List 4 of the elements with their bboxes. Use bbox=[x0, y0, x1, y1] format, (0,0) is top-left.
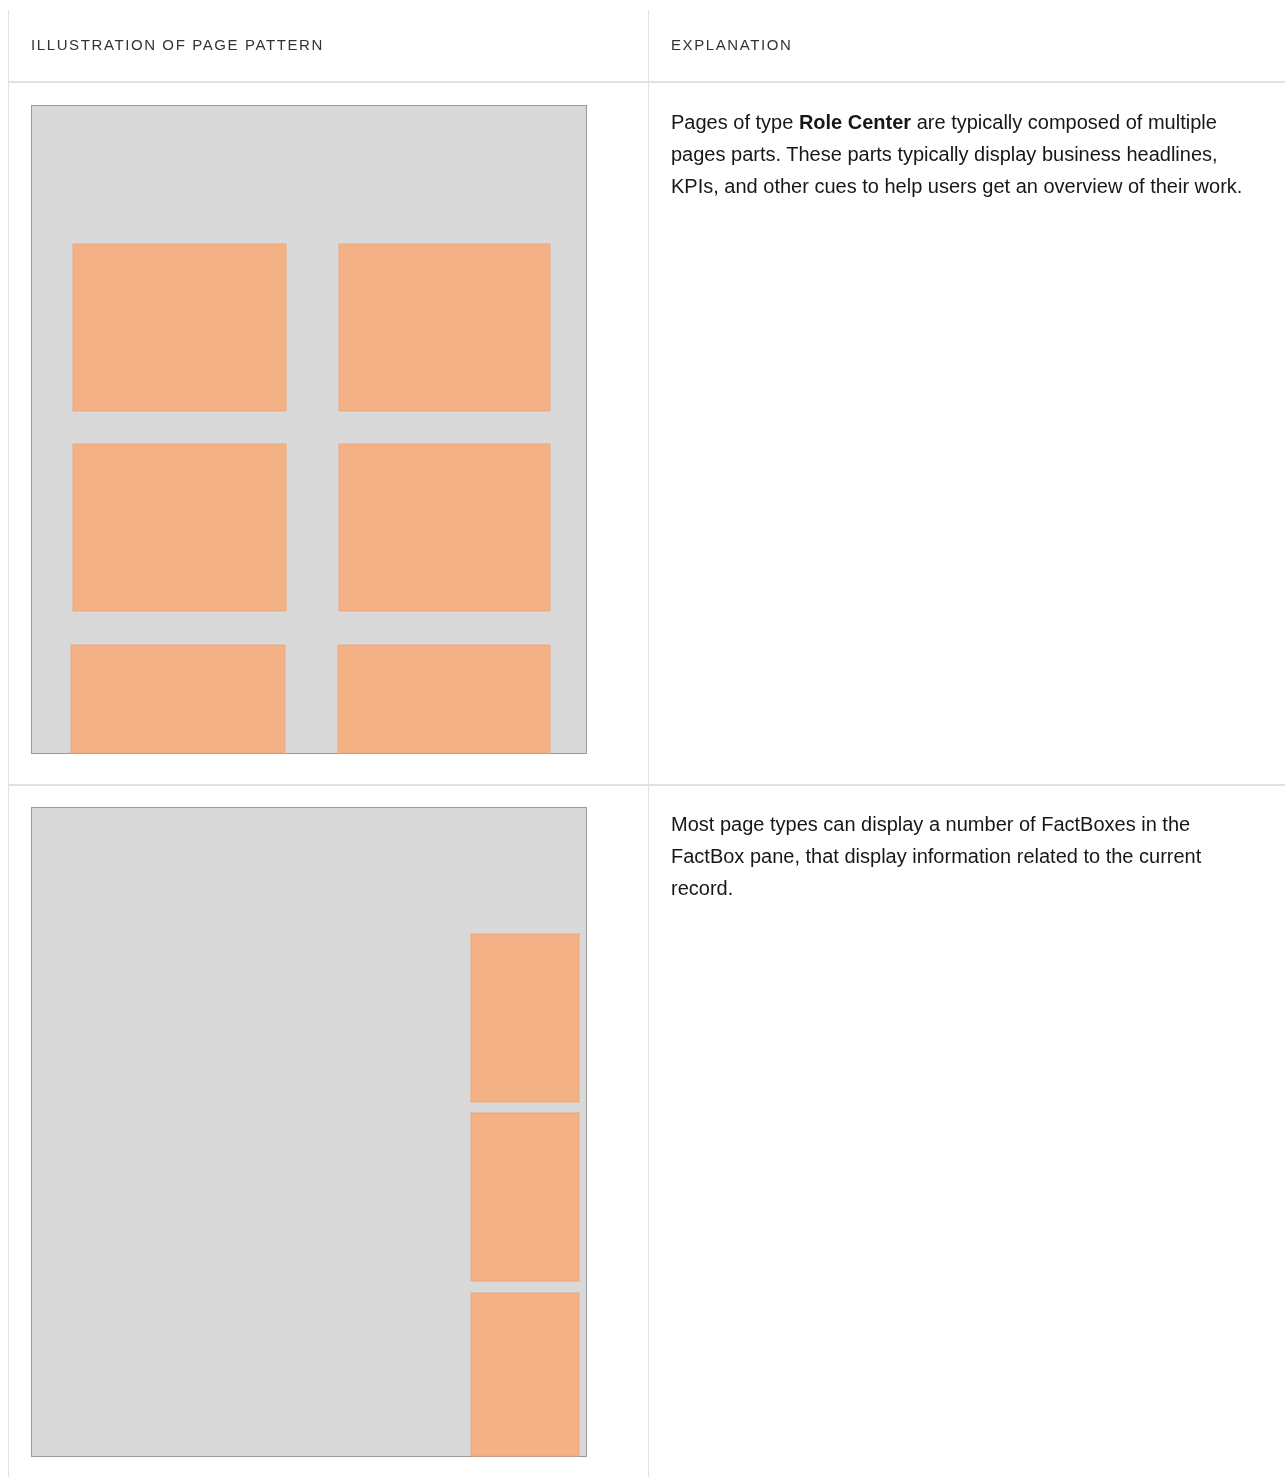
column-header: ILLUSTRATION OF PAGE PATTERN bbox=[31, 36, 324, 53]
column-header: EXPLANATION bbox=[671, 36, 793, 53]
explanation-text: Most page types can display a number of FactBoxes in the FactBox pane, that display information related to the current record. bbox=[671, 812, 1203, 901]
explanation-text: Pages of type Role Center are typically composed of multiple pages parts. These parts typically display business headlines, KPIs, and other cues to help users get an overview of their work. bbox=[671, 110, 1244, 199]
